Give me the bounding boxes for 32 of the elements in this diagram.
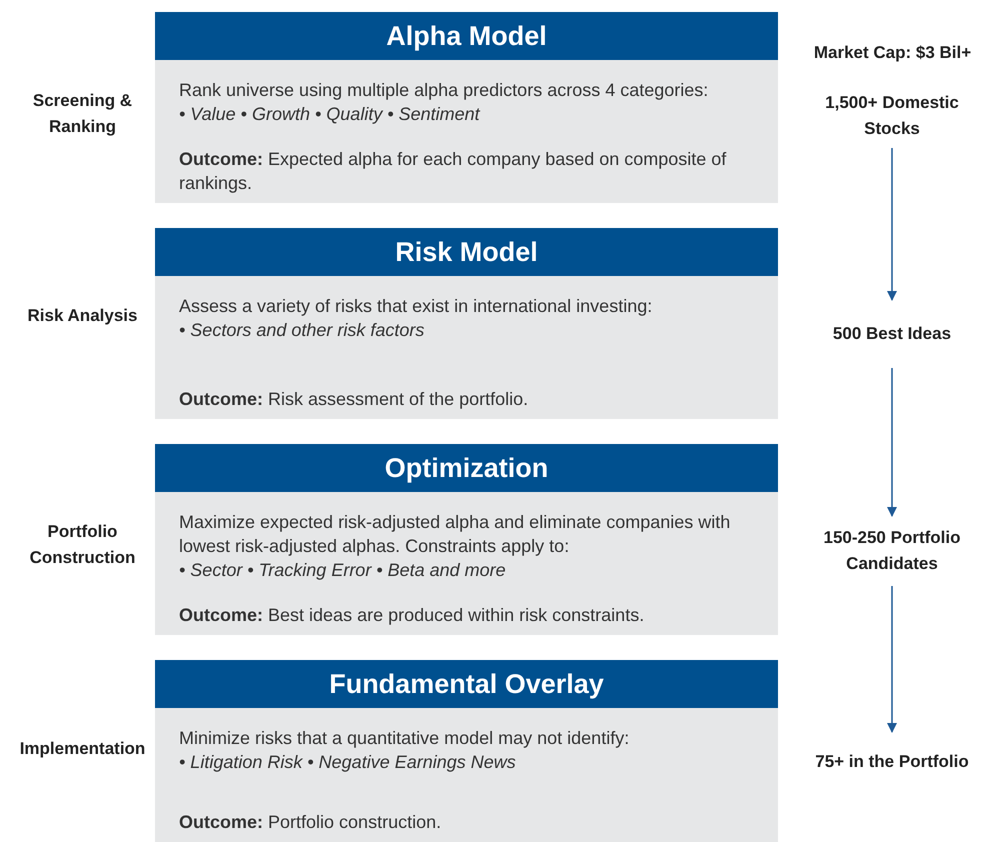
- panel-heading: Fundamental Overlay: [155, 660, 778, 708]
- bullet-list: • Litigation Risk • Negative Earnings News: [179, 750, 754, 774]
- outcome-text: Outcome: Expected alpha for each company based on composite of rankings.: [179, 148, 728, 195]
- bullet-list: • Value • Growth • Quality • Sentiment: [179, 102, 754, 126]
- panel-heading: Optimization: [155, 444, 778, 492]
- arrow: [887, 586, 897, 733]
- bullet-list: • Sector • Tracking Error • Beta and more: [179, 558, 754, 582]
- arrow: [887, 368, 897, 517]
- description-text: Minimize risks that a quantitative model may not identify:: [179, 727, 630, 750]
- process-panel: [155, 660, 778, 842]
- stage-label: Screening & Ranking: [32, 90, 134, 138]
- stage-count: 500 Best Ideas: [832, 323, 952, 345]
- process-panel: [155, 444, 778, 635]
- stage-count: 150-250 Portfolio Candidates: [822, 527, 962, 575]
- arrow: [887, 148, 897, 301]
- process-panel: [155, 228, 778, 419]
- bullet-list: • Sectors and other risk factors: [179, 318, 754, 342]
- stage-label: Implementation: [18, 738, 146, 760]
- criteria-label: Market Cap: $3 Bil+: [812, 42, 972, 64]
- description-text: Maximize expected risk-adjusted alpha and eliminate companies with lowest risk-adjusted alphas. Constraints apply to:: [179, 511, 732, 558]
- description-text: Assess a variety of risks that exist in international investing:: [179, 295, 654, 318]
- process-panel: [155, 12, 778, 203]
- outcome-text: Outcome: Best ideas are produced within risk constraints.: [179, 604, 646, 627]
- stage-label: Risk Analysis: [26, 305, 138, 327]
- stage-label: Portfolio Construction: [28, 521, 136, 569]
- panel-heading: Risk Model: [155, 228, 778, 276]
- panel-heading: Alpha Model: [155, 12, 778, 60]
- outcome-text: Outcome: Portfolio construction.: [179, 811, 442, 834]
- stage-count: 75+ in the Portfolio: [815, 751, 969, 773]
- outcome-text: Outcome: Risk assessment of the portfolio.: [179, 388, 530, 411]
- description-text: Rank universe using multiple alpha predictors across 4 categories:: [179, 79, 710, 102]
- stage-count: 1,500+ Domestic Stocks: [824, 92, 960, 140]
